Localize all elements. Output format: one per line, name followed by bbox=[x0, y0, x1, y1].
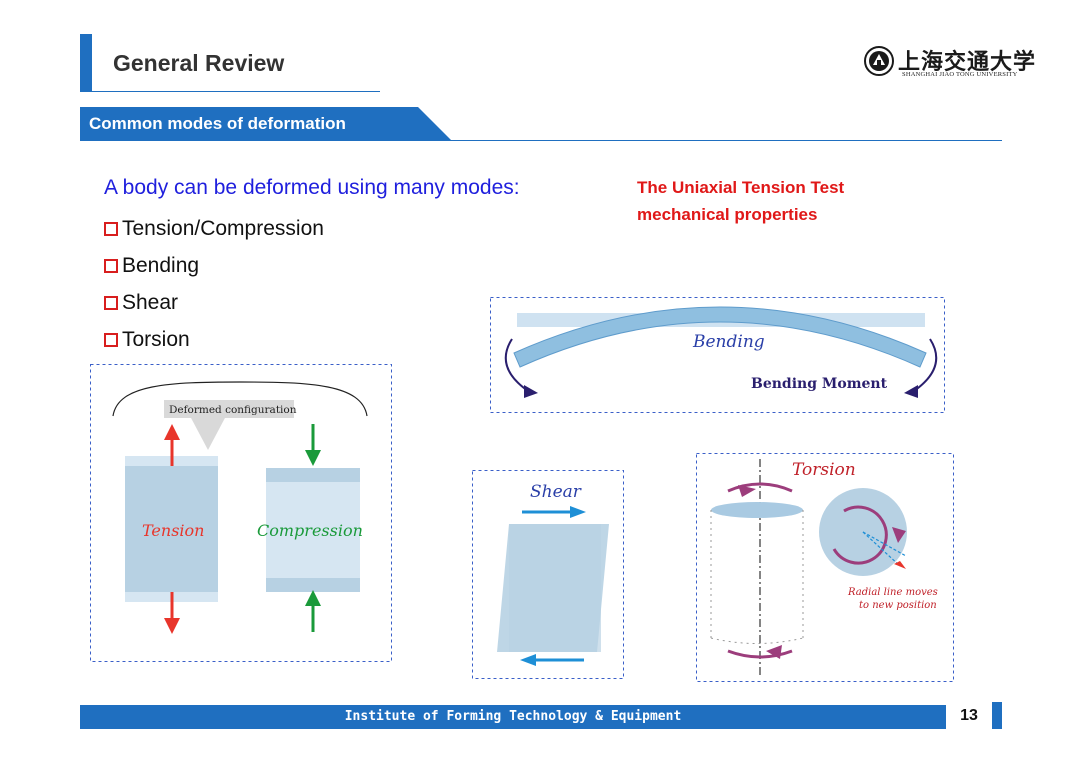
callout-box bbox=[164, 400, 294, 418]
left-moment-arc bbox=[504, 338, 529, 392]
top-twist-arc bbox=[727, 482, 793, 493]
section-title: Common modes of deformation bbox=[89, 114, 346, 133]
compression-arrow-up-icon bbox=[305, 590, 321, 606]
callout-pointer bbox=[190, 416, 226, 450]
intro-text: A body can be deformed using many modes: bbox=[104, 176, 520, 199]
sheared-block bbox=[497, 524, 609, 652]
bottom-twist-arrow-icon bbox=[766, 645, 782, 659]
shear-figure: Shear bbox=[472, 470, 624, 679]
checkbox-bullet-icon bbox=[104, 332, 118, 347]
torsion-label: Torsion bbox=[792, 460, 856, 480]
note-line: The Uniaxial Tension Test bbox=[637, 178, 845, 197]
page-number: 13 bbox=[950, 702, 988, 729]
figure-border bbox=[490, 297, 945, 413]
radial-note-line1: Radial line moves bbox=[847, 587, 938, 598]
compression-label: Compression bbox=[257, 521, 363, 540]
right-moment-arc bbox=[913, 338, 938, 392]
list-item: Torsion bbox=[104, 321, 324, 358]
logo-chinese-name: 上海交通大学 bbox=[898, 49, 1037, 75]
page-number-accent bbox=[992, 702, 1002, 729]
deformed-configuration-label: Deformed configuration bbox=[169, 404, 297, 416]
footer-bar bbox=[80, 705, 946, 729]
bent-beam bbox=[513, 306, 927, 368]
logo-english-name: SHANGHAI JIAO TONG UNIVERSITY bbox=[902, 71, 1018, 78]
torsion-figure: Torsion Radial line moves to new positio… bbox=[696, 453, 954, 682]
top-twist-arrow-icon bbox=[738, 485, 756, 497]
cross-section-arrow-icon bbox=[892, 527, 906, 543]
section-tab-shape bbox=[80, 107, 452, 141]
note-line: mechanical properties bbox=[637, 205, 818, 224]
list-item: Bending bbox=[104, 247, 324, 284]
tension-arrow-up-icon bbox=[164, 424, 180, 440]
list-item: Tension/Compression bbox=[104, 210, 324, 247]
tension-test-note: The Uniaxial Tension Test mechanical pro… bbox=[637, 174, 844, 228]
right-moment-arrow-icon bbox=[904, 385, 918, 398]
figure-border bbox=[472, 470, 624, 679]
university-seal-icon bbox=[864, 46, 894, 76]
title-accent-bar bbox=[80, 34, 92, 92]
compression-bar-bottom bbox=[266, 578, 360, 592]
radial-line-original bbox=[862, 531, 907, 557]
checkbox-bullet-icon bbox=[104, 258, 118, 273]
tension-compression-figure: Deformed configuration Tension Compressi… bbox=[90, 364, 392, 662]
checkbox-bullet-icon bbox=[104, 221, 118, 236]
cylinder-top-face bbox=[711, 502, 803, 518]
bottom-twist-arc bbox=[727, 649, 793, 659]
compression-bar-original bbox=[266, 468, 360, 592]
university-logo: 上海交通大学 SHANGHAI JIAO TONG UNIVERSITY bbox=[864, 44, 1035, 84]
deformation-mode-list: Tension/Compression Bending Shear Torsio… bbox=[104, 210, 324, 358]
compression-bar-top bbox=[266, 468, 360, 482]
deformed-bracket bbox=[112, 381, 368, 417]
cylinder-bottom-outline bbox=[710, 637, 804, 644]
bending-figure: Bending Bending Moment bbox=[490, 297, 945, 413]
section-divider bbox=[80, 140, 1002, 141]
shear-arrow-left-icon bbox=[520, 654, 536, 666]
figure-border bbox=[696, 453, 954, 682]
tension-label: Tension bbox=[142, 521, 204, 540]
compression-arrow-down-icon bbox=[305, 450, 321, 466]
list-item: Shear bbox=[104, 284, 324, 321]
cross-section-rotation-arc bbox=[832, 505, 888, 565]
checkbox-bullet-icon bbox=[104, 295, 118, 310]
cylinder-outline bbox=[710, 510, 804, 638]
page-title: General Review bbox=[113, 50, 285, 76]
tension-arrow-down-icon bbox=[164, 618, 180, 634]
bending-moment-label: Bending Moment bbox=[751, 376, 888, 392]
shear-label: Shear bbox=[530, 482, 582, 502]
radial-note-line2: to new position bbox=[859, 600, 937, 611]
left-moment-arrow-icon bbox=[524, 385, 538, 398]
title-underline bbox=[80, 91, 380, 92]
figure-border bbox=[90, 364, 392, 662]
shear-arrow-right-icon bbox=[570, 506, 586, 518]
tension-bar bbox=[125, 466, 218, 592]
footer-institute-text: Institute of Forming Technology & Equipm… bbox=[344, 709, 682, 724]
radial-line-moved bbox=[862, 531, 901, 567]
radial-move-arrow-icon bbox=[894, 561, 906, 569]
bending-label: Bending bbox=[692, 332, 765, 352]
